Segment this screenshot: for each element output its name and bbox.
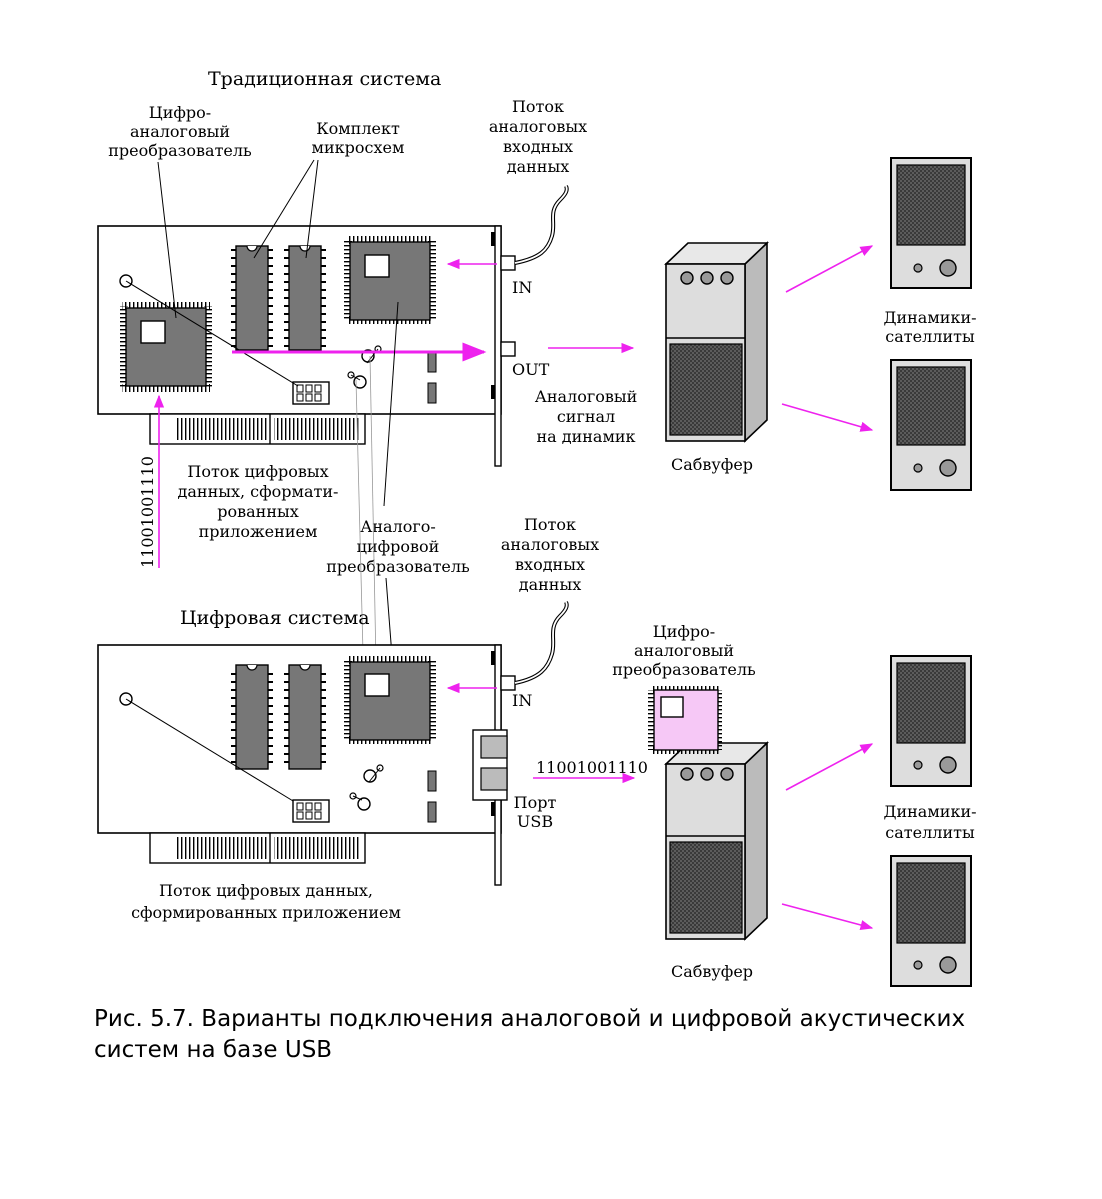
digital-title: Цифровая система (180, 607, 370, 629)
dip-chip-1 (231, 245, 273, 351)
analog-input-label-top: Поток аналоговых входных данных (489, 97, 587, 176)
sound-card-top (97, 185, 569, 467)
svg-text:Цифро-: Цифро- (653, 622, 715, 641)
svg-text:приложением: приложением (199, 522, 318, 541)
svg-text:Рис. 5.7. Варианты подключения: Рис. 5.7. Варианты подключения аналогово… (94, 1006, 965, 1032)
svg-text:преобразователь: преобразователь (612, 660, 756, 679)
subwoofer-label-top: Сабвуфер (671, 455, 753, 474)
figure-caption: Рис. 5.7. Варианты подключения аналогово… (94, 1006, 965, 1063)
satellite-speaker-3 (890, 655, 972, 787)
dac-chip-usb (648, 686, 722, 754)
svg-text:входных: входных (515, 555, 585, 574)
usb-port-label: Порт USB (514, 793, 557, 831)
out-jack (500, 341, 516, 357)
svg-text:входных: входных (503, 137, 573, 156)
satellite-speaker-2 (890, 359, 972, 491)
subwoofer-bottom (664, 741, 769, 941)
digital-stream-label-top: Поток цифровых данных, сформати- рованны… (178, 462, 339, 541)
adc-chip-bottom (344, 656, 436, 744)
traditional-title: Традиционная система (208, 68, 441, 90)
svg-text:Порт: Порт (514, 793, 557, 812)
svg-text:данных, сформати-: данных, сформати- (178, 482, 339, 501)
svg-text:аналоговый: аналоговый (634, 641, 734, 660)
svg-text:сформированных приложением: сформированных приложением (131, 903, 401, 922)
svg-text:Динамики-: Динамики- (883, 802, 976, 821)
adc-chip-top (344, 236, 436, 324)
binary-stream-bottom: 11001001110 (536, 758, 648, 777)
card-bracket (494, 225, 502, 467)
svg-text:данных: данных (519, 575, 581, 594)
svg-text:Комплект: Комплект (316, 119, 400, 138)
svg-text:Поток: Поток (512, 97, 564, 116)
in-jack (500, 255, 516, 271)
svg-text:Поток: Поток (524, 515, 576, 534)
to-satellite-3-arrow (785, 743, 874, 791)
usb-port-1 (480, 735, 508, 759)
connector-pins (274, 418, 360, 440)
svg-text:сигнал: сигнал (557, 407, 615, 426)
satellites-label-bottom: Динамики- сателлиты (883, 802, 976, 842)
svg-text:Цифро-: Цифро- (149, 103, 211, 122)
digital-system: Цифровая система (97, 601, 977, 987)
dac-chip-top (120, 302, 212, 392)
to-satellite-2-arrow (781, 403, 874, 432)
traditional-system: Традиционная система (97, 68, 977, 568)
svg-text:на динамик: на динамик (536, 427, 635, 446)
in-jack (500, 675, 516, 691)
svg-text:аналоговых: аналоговых (501, 535, 599, 554)
svg-text:Поток цифровых данных,: Поток цифровых данных, (159, 881, 373, 900)
svg-text:данных: данных (507, 157, 569, 176)
svg-text:микросхем: микросхем (312, 138, 405, 157)
subwoofer-label-bottom: Сабвуфер (671, 962, 753, 981)
svg-text:преобразователь: преобразователь (326, 557, 470, 576)
svg-text:цифровой: цифровой (357, 537, 440, 556)
adc-leader-top (383, 301, 399, 507)
subwoofer-top (664, 241, 769, 443)
svg-text:преобразователь: преобразователь (108, 141, 252, 160)
chipset-label: Комплект микросхем (312, 119, 405, 157)
svg-text:сателлиты: сателлиты (885, 327, 975, 346)
binary-stream-top: 11001001110 (138, 456, 157, 568)
dip-chip-2-bottom (284, 664, 326, 770)
connector-pins (176, 418, 268, 440)
svg-text:USB: USB (517, 812, 553, 831)
satellite-speaker-4 (890, 855, 972, 987)
svg-text:аналоговый: аналоговый (130, 122, 230, 141)
dac-label-top: Цифро- аналоговый преобразователь (108, 103, 252, 160)
svg-text:аналоговых: аналоговых (489, 117, 587, 136)
usb-port-2 (480, 767, 508, 791)
port-in-label-top: IN (512, 278, 532, 297)
dac-label-bottom: Цифро- аналоговый преобразователь (612, 622, 756, 679)
adc-leader-bottom (385, 577, 393, 657)
dip-chip-2 (284, 245, 326, 351)
svg-text:Поток цифровых: Поток цифровых (187, 462, 328, 481)
svg-text:рованных: рованных (217, 502, 299, 521)
svg-text:систем на базе USB: систем на базе USB (94, 1037, 332, 1063)
analog-input-label-bottom: Поток аналоговых входных данных (501, 515, 599, 594)
sound-card-bottom (97, 601, 569, 886)
svg-text:сателлиты: сателлиты (885, 823, 975, 842)
port-in-label-bottom: IN (512, 691, 532, 710)
dip-chip-1-bottom (231, 664, 273, 770)
port-out-label: OUT (512, 360, 550, 379)
to-satellite-1-arrow (785, 245, 874, 293)
svg-text:Аналого-: Аналого- (360, 517, 436, 536)
digital-stream-label-bottom: Поток цифровых данных, сформированных пр… (131, 881, 401, 922)
adc-label: Аналого- цифровой преобразователь (326, 517, 470, 576)
analog-signal-label: Аналоговый сигнал на динамик (535, 387, 638, 446)
satellites-label-top: Динамики- сателлиты (883, 308, 976, 346)
svg-text:Динамики-: Динамики- (883, 308, 976, 327)
to-satellite-4-arrow (781, 903, 874, 930)
satellite-speaker-1 (890, 157, 972, 289)
svg-text:Аналоговый: Аналоговый (535, 387, 638, 406)
